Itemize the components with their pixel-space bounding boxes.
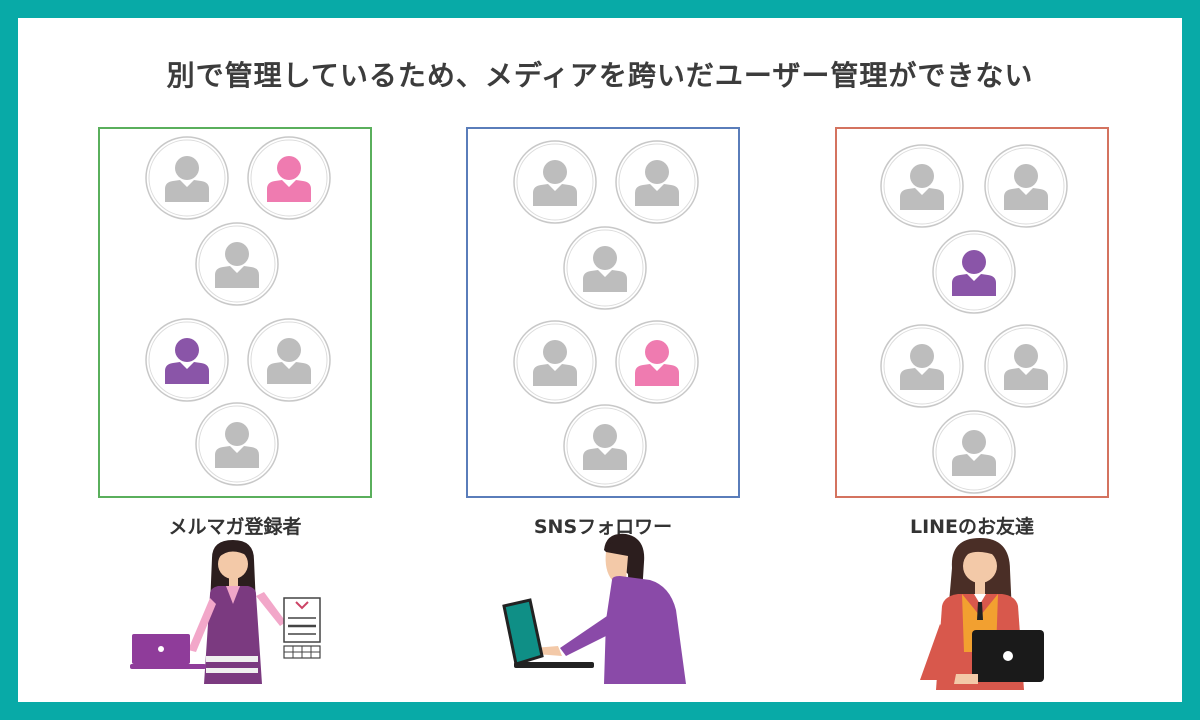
user-avatar-icon <box>562 403 648 489</box>
line-friends-label: LINEのお友達 <box>909 516 1035 538</box>
woman-at-laptop-side-view-icon <box>500 530 700 686</box>
user-avatar-icon <box>879 323 965 409</box>
mail-subscribers-box <box>98 127 372 498</box>
user-avatar-icon <box>931 229 1017 315</box>
woman-with-laptop-and-form-icon <box>130 538 330 686</box>
user-avatar-icon <box>983 143 1069 229</box>
user-avatar-icon <box>194 221 280 307</box>
user-avatar-icon <box>512 139 598 225</box>
user-avatar-icon <box>246 135 332 221</box>
sns-followers-label: SNSフォロワー <box>533 516 673 538</box>
page-title: 別で管理しているため、メディアを跨いだユーザー管理ができない <box>166 59 1034 92</box>
user-avatar-icon <box>194 401 280 487</box>
user-avatar-icon <box>931 409 1017 495</box>
user-avatar-icon <box>246 317 332 403</box>
user-avatar-icon <box>144 135 230 221</box>
sns-followers-box <box>466 127 740 498</box>
mail-subscribers-label: メルマガ登録者 <box>168 516 302 538</box>
line-friends-box <box>835 127 1109 498</box>
user-avatar-icon <box>983 323 1069 409</box>
user-avatar-icon <box>879 143 965 229</box>
user-avatar-icon <box>614 139 700 225</box>
woman-with-laptop-front-view-icon <box>900 534 1060 694</box>
user-avatar-icon <box>512 319 598 405</box>
user-avatar-icon <box>144 317 230 403</box>
user-avatar-icon <box>562 225 648 311</box>
user-avatar-icon <box>614 319 700 405</box>
